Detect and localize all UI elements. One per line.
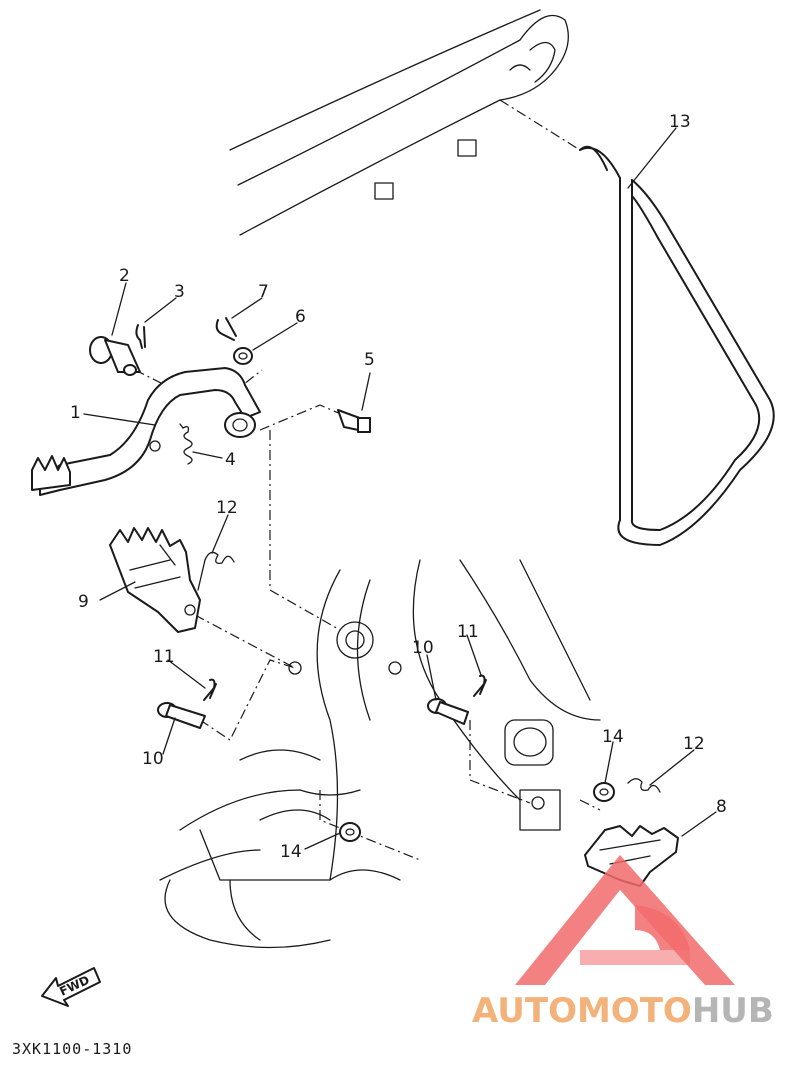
- cotter-pin-3: [135, 324, 146, 349]
- footrest-9: [109, 527, 201, 633]
- pin-5: [337, 409, 371, 433]
- callout-2: 2: [119, 266, 130, 286]
- callout-14-left: 14: [280, 842, 302, 862]
- pivot-shaft-2: [89, 336, 141, 376]
- side-stand-13: [579, 145, 775, 546]
- footrest-spring-12-upper: [197, 551, 235, 591]
- callout-11-right: 11: [457, 622, 479, 642]
- diagram-code: 3XK1100-1310: [12, 1040, 132, 1058]
- clevis-pin-10-left: [157, 702, 206, 729]
- callout-12-upper: 12: [216, 498, 238, 518]
- brake-pedal-1: [31, 367, 261, 496]
- return-spring-4: [179, 423, 193, 465]
- washer-14-right: [593, 782, 615, 802]
- callout-4: 4: [225, 450, 236, 470]
- callout-13: 13: [669, 112, 691, 132]
- clevis-pin-10-right: [427, 698, 469, 725]
- watermark-part2: HUB: [692, 991, 774, 1031]
- washer-14-left: [339, 822, 361, 842]
- assembly-lines: [134, 99, 601, 861]
- callout-10-left: 10: [142, 749, 164, 769]
- callout-5: 5: [364, 350, 375, 370]
- callout-9: 9: [78, 592, 89, 612]
- callout-6: 6: [295, 307, 306, 327]
- cotter-pin-11-left: [203, 678, 217, 701]
- cotter-pin-11-right: [473, 674, 487, 697]
- frame-upper-rail: [229, 9, 569, 236]
- callout-11-left: 11: [153, 647, 175, 667]
- fwd-direction-arrow: FWD: [41, 967, 101, 1007]
- callout-14-right: 14: [602, 727, 624, 747]
- callout-7: 7: [258, 282, 269, 302]
- watermark-text: AUTOMOTOHUB: [472, 991, 774, 1031]
- washer-6: [233, 347, 253, 365]
- frame-lower-section: [159, 559, 601, 949]
- callout-3: 3: [174, 282, 185, 302]
- watermark-logo: [515, 855, 735, 985]
- callout-10-right: 10: [412, 638, 434, 658]
- watermark-part1: AUTOMOTO: [472, 991, 692, 1031]
- callout-12-lower: 12: [683, 734, 705, 754]
- callout-8: 8: [716, 797, 727, 817]
- callout-1: 1: [70, 403, 81, 423]
- callouts: 1 2 3 4 5 6 7 8 9 10 10 11 11 12 12 13 1…: [70, 112, 727, 862]
- footrest-spring-12-lower: [627, 778, 661, 793]
- cotter-pin-7: [215, 317, 237, 341]
- leader-lines: [83, 127, 717, 850]
